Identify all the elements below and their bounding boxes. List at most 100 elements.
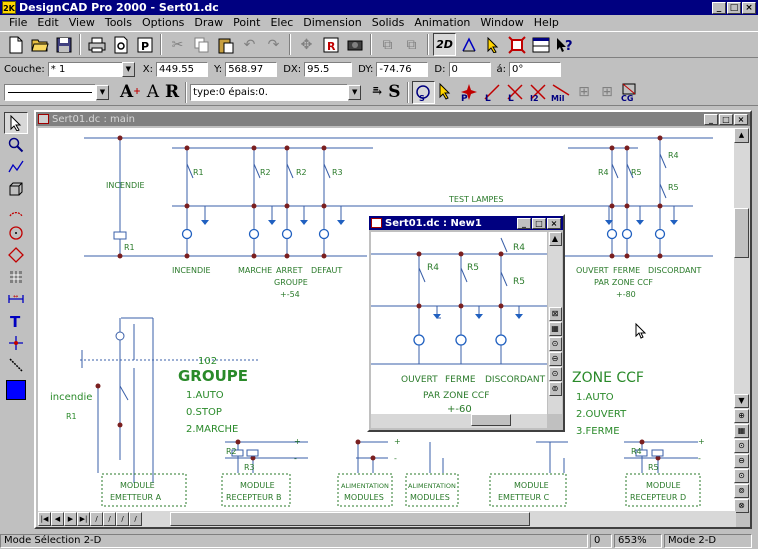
snap-intersection-button[interactable]: I2 bbox=[527, 81, 550, 104]
next-page-icon[interactable]: ▶ bbox=[64, 512, 77, 526]
main-horizontal-thumb[interactable] bbox=[170, 512, 530, 526]
snap-s-button[interactable]: S bbox=[411, 80, 435, 104]
paste-icon[interactable] bbox=[214, 33, 237, 56]
first-page-icon[interactable]: |◀ bbox=[38, 512, 51, 526]
redo-icon[interactable]: ↷ bbox=[267, 36, 280, 53]
prev-page-icon[interactable]: ◀ bbox=[51, 512, 64, 526]
sub-zoom-out-icon[interactable]: ⊖ bbox=[548, 352, 562, 366]
select-tool-icon[interactable] bbox=[4, 112, 28, 134]
zoom-fit-icon[interactable]: ⊗ bbox=[734, 499, 749, 513]
y-field[interactable]: 568.97 bbox=[225, 61, 278, 77]
sub-zoom-window-icon[interactable]: ⊙ bbox=[548, 337, 562, 351]
context-help-icon[interactable]: ? bbox=[553, 33, 576, 56]
snap-grid-icon[interactable]: ⊞ bbox=[578, 84, 590, 100]
menu-view[interactable]: View bbox=[68, 16, 95, 29]
dy-field[interactable]: -74.76 bbox=[376, 61, 429, 77]
app-icon[interactable]: 2K bbox=[2, 1, 16, 14]
sub-minimize-button[interactable]: _ bbox=[517, 217, 531, 229]
copy-icon[interactable] bbox=[190, 33, 213, 56]
save-disk-icon[interactable] bbox=[52, 33, 75, 56]
polyline-tool-icon[interactable] bbox=[4, 156, 28, 178]
snap-midpoint-button[interactable]: Mil bbox=[550, 81, 573, 104]
menu-file[interactable]: File bbox=[9, 16, 28, 29]
sub-horizontal-thumb[interactable] bbox=[471, 414, 511, 426]
angle-field[interactable]: 0° bbox=[509, 61, 561, 77]
snap-grid2-icon[interactable]: ⊞ bbox=[601, 84, 613, 100]
doc-close-button[interactable]: × bbox=[734, 113, 748, 125]
text-s-button[interactable]: S bbox=[388, 82, 401, 102]
move-icon[interactable]: ✥ bbox=[300, 36, 313, 53]
snap-center-button[interactable]: CG bbox=[619, 81, 642, 104]
menu-edit[interactable]: Edit bbox=[37, 16, 59, 29]
point-tool-icon[interactable] bbox=[4, 332, 28, 354]
x-field[interactable]: 449.55 bbox=[156, 61, 209, 77]
text-r-button[interactable]: R bbox=[165, 82, 180, 102]
sub-close-view-icon[interactable]: ⊠ bbox=[548, 307, 562, 321]
last-page-icon[interactable]: ▶| bbox=[77, 512, 90, 526]
circle-tool-icon[interactable] bbox=[4, 222, 28, 244]
sub-horizontal-scrollbar[interactable] bbox=[371, 414, 547, 428]
box-tool-icon[interactable] bbox=[4, 178, 28, 200]
menu-solids[interactable]: Solids bbox=[371, 16, 405, 29]
menu-tools[interactable]: Tools bbox=[104, 16, 132, 29]
line-style-select[interactable] bbox=[4, 83, 96, 101]
cut-icon[interactable]: ✂ bbox=[171, 36, 184, 53]
new-file-icon[interactable] bbox=[4, 33, 27, 56]
snap-line2-button[interactable]: L bbox=[504, 81, 527, 104]
page-setup-icon[interactable]: P bbox=[133, 33, 156, 56]
arc-tool-icon[interactable] bbox=[4, 200, 28, 222]
sub-zoom-all-icon[interactable]: ⊚ bbox=[548, 382, 562, 396]
group-icon[interactable]: ⧉ bbox=[382, 36, 393, 53]
sub-grid-icon[interactable]: ▦ bbox=[548, 322, 562, 336]
view-3d-icon[interactable] bbox=[457, 33, 480, 56]
doc-maximize-button[interactable]: □ bbox=[719, 113, 733, 125]
zoom-extents-icon[interactable] bbox=[505, 33, 528, 56]
menu-point[interactable]: Point bbox=[233, 16, 261, 29]
view-2d-button[interactable]: 2D bbox=[433, 33, 456, 56]
snap-point-button[interactable]: P bbox=[458, 81, 481, 104]
scroll-up-icon[interactable]: ▲ bbox=[734, 128, 749, 143]
menu-draw[interactable]: Draw bbox=[194, 16, 224, 29]
zoom-all-icon[interactable]: ⊚ bbox=[734, 484, 749, 498]
dimension-tool-icon[interactable]: ↔ bbox=[4, 288, 28, 310]
snap-line-button[interactable]: L bbox=[481, 81, 504, 104]
layer-select[interactable]: * 1 bbox=[47, 61, 123, 77]
zoom-out-icon[interactable]: ⊖ bbox=[734, 454, 749, 468]
line-tool-icon[interactable] bbox=[4, 354, 28, 376]
print-icon[interactable] bbox=[85, 33, 108, 56]
minimize-button[interactable]: _ bbox=[712, 1, 726, 14]
ungroup-icon[interactable]: ⧉ bbox=[406, 36, 417, 53]
d-field[interactable]: 0 bbox=[448, 61, 491, 77]
menu-options[interactable]: Options bbox=[141, 16, 185, 29]
redraw-icon[interactable]: R bbox=[319, 33, 342, 56]
sub-scroll-up-icon[interactable]: ▲ bbox=[548, 232, 562, 246]
select-arrow-icon[interactable] bbox=[481, 33, 504, 56]
line-style-dropdown-icon[interactable]: ▼ bbox=[96, 84, 109, 100]
hatch-icon[interactable]: ⥱ bbox=[372, 85, 383, 99]
text-button[interactable]: A bbox=[146, 82, 160, 102]
zoom-previous-icon[interactable]: ⊙ bbox=[734, 469, 749, 483]
layer-nav3-icon[interactable]: / bbox=[116, 512, 129, 526]
layer-nav-icon[interactable]: / bbox=[90, 512, 103, 526]
menu-window[interactable]: Window bbox=[480, 16, 524, 29]
color-swatch[interactable] bbox=[6, 380, 26, 400]
scroll-down-icon[interactable]: ▼ bbox=[734, 394, 749, 408]
maximize-button[interactable]: □ bbox=[727, 1, 741, 14]
window-tile-icon[interactable] bbox=[529, 33, 552, 56]
doc-minimize-button[interactable]: _ bbox=[704, 113, 718, 125]
zoom-tool-icon[interactable] bbox=[4, 134, 28, 156]
main-horizontal-scrollbar[interactable]: |◀ ◀ ▶ ▶| / / / / bbox=[38, 511, 736, 527]
sub-drawing-canvas[interactable]: R4 R5 R4 R5 OUVERT FERME DISCORDANT PAR … bbox=[371, 232, 547, 414]
open-folder-icon[interactable] bbox=[28, 33, 51, 56]
close-button[interactable]: × bbox=[742, 1, 756, 14]
sub-zoom-previous-icon[interactable]: ⊙ bbox=[548, 367, 562, 381]
menu-dimension[interactable]: Dimension bbox=[303, 16, 362, 29]
shape-tool-icon[interactable] bbox=[4, 244, 28, 266]
grid-icon[interactable]: ▦ bbox=[734, 424, 749, 438]
layer-nav4-icon[interactable]: / bbox=[129, 512, 142, 526]
sub-vertical-scrollbar[interactable]: ▲ ⊠ ▦ ⊙ ⊖ ⊙ ⊚ bbox=[548, 232, 562, 414]
undo-icon[interactable]: ↶ bbox=[243, 36, 256, 53]
layer-nav2-icon[interactable]: / bbox=[103, 512, 116, 526]
sub-maximize-button[interactable]: □ bbox=[532, 217, 546, 229]
text-size-button[interactable]: A+ bbox=[117, 81, 144, 103]
